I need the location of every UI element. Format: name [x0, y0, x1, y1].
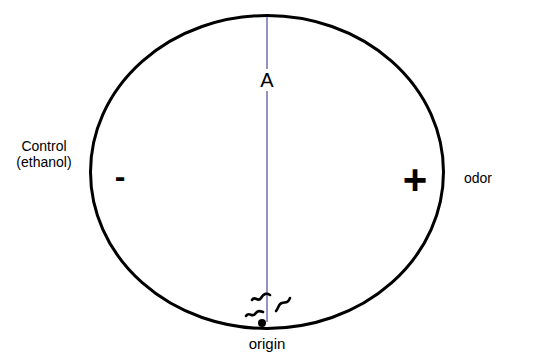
origin-label: origin	[236, 335, 298, 352]
assay-plate: A - +	[89, 14, 445, 330]
arm-letter: A	[258, 69, 275, 91]
worm	[252, 294, 270, 300]
origin-dot	[258, 319, 266, 327]
midline	[266, 15, 267, 322]
sign-mark: +	[403, 157, 428, 203]
sign-mark: -	[115, 159, 126, 194]
worms	[246, 294, 290, 316]
worm	[246, 311, 263, 316]
worm	[276, 298, 290, 311]
odor-label: odor	[464, 170, 492, 186]
plate-outline-svg	[89, 14, 445, 330]
plate-outline	[91, 16, 444, 329]
control-label: Control (ethanol)	[8, 138, 80, 170]
